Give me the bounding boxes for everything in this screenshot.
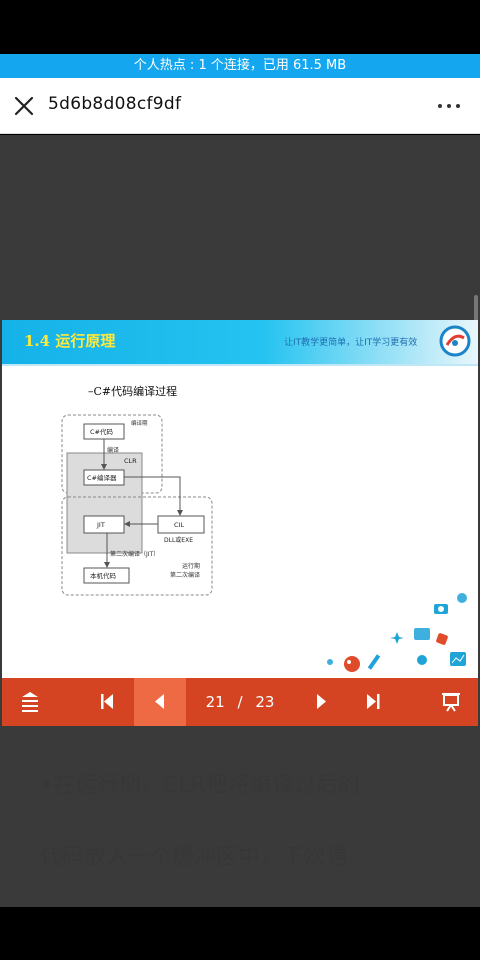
palette-icon: [344, 656, 360, 672]
slide-heading: –C#代码编译过程: [88, 385, 178, 398]
background-slide-text-line1: •在运行期，CLR把将编译过后的: [40, 773, 360, 798]
last-page-button[interactable]: [356, 678, 390, 726]
native-code-box: [83, 567, 130, 584]
menu-button[interactable]: [14, 678, 46, 726]
prev-page-button[interactable]: [134, 678, 186, 726]
sparkle-icon: [390, 632, 404, 644]
document-title: 5d6b8d08cf9df: [48, 94, 182, 114]
document-viewer[interactable]: 1.4 运行原理 让IT教学更简单，让IT学习更有效 –C#代码编译过程: [0, 135, 480, 907]
first-page-button[interactable]: [90, 678, 124, 726]
compile-period-label: 编译期: [131, 419, 148, 427]
slide-header: [2, 320, 478, 364]
prev-page-icon: [155, 694, 164, 709]
second-compile-label: 第二次编译（JIT）: [110, 550, 159, 558]
presentation-icon: [442, 693, 460, 712]
page-indicator: 21 / 23: [200, 678, 280, 726]
run-period-label: 运行期: [182, 562, 200, 570]
background-slide-text-line2: 代码放入一个缓冲区中，下次遇: [40, 845, 349, 870]
top-black-band: [0, 0, 480, 54]
first-page-icon: [101, 694, 113, 709]
total-pages: 23: [255, 693, 275, 711]
pencil-icon: [367, 654, 381, 670]
dll-exe-label: DLL或EXE: [164, 536, 193, 544]
bottom-black-band: [0, 907, 480, 960]
slide-page: 1.4 运行原理 让IT教学更简单，让IT学习更有效 –C#代码编译过程: [2, 320, 478, 678]
source-label: C#代码: [90, 427, 113, 436]
compile-label: 编译: [107, 446, 119, 454]
native-code-label: 本机代码: [90, 571, 117, 580]
clr-label: CLR: [124, 457, 137, 465]
camera-icon: [434, 604, 448, 614]
slide-slogan: 让IT教学更简单，让IT学习更有效: [284, 338, 418, 348]
slide-title: 1.4 运行原理: [24, 332, 116, 350]
cil-label: CIL: [174, 521, 184, 529]
app-header: 5d6b8d08cf9df: [0, 78, 480, 134]
compile-process-diagram: 编译期 C#代码 编译 CLR C#编译器 JIT CIL DLL或EXE 第二…: [61, 414, 213, 596]
page-separator: /: [237, 693, 243, 711]
chart-icon: [450, 652, 466, 666]
close-button[interactable]: [10, 92, 38, 120]
menu-icon: [22, 692, 38, 712]
next-page-button[interactable]: [304, 678, 338, 726]
monitor-icon: [414, 628, 430, 640]
more-options-button[interactable]: [438, 104, 462, 110]
compiler-label: C#编译器: [87, 473, 117, 482]
run-period-region: [61, 496, 213, 596]
presentation-toolbar: 21 / 23: [2, 678, 478, 726]
last-page-icon: [367, 694, 380, 709]
slide-header-stripe: [2, 364, 478, 366]
decorative-icons: [327, 593, 467, 672]
second-compile-short-label: 第二次编译: [170, 571, 200, 579]
presentation-button[interactable]: [434, 678, 468, 726]
hotspot-status-bar: 个人热点 : 1 个连接，已用 61.5 MB: [0, 54, 480, 78]
brand-logo-icon: [439, 325, 471, 357]
close-icon: [14, 96, 34, 116]
current-page: 21: [205, 693, 225, 711]
jit-label: JIT: [96, 521, 105, 529]
next-page-icon: [317, 694, 326, 709]
